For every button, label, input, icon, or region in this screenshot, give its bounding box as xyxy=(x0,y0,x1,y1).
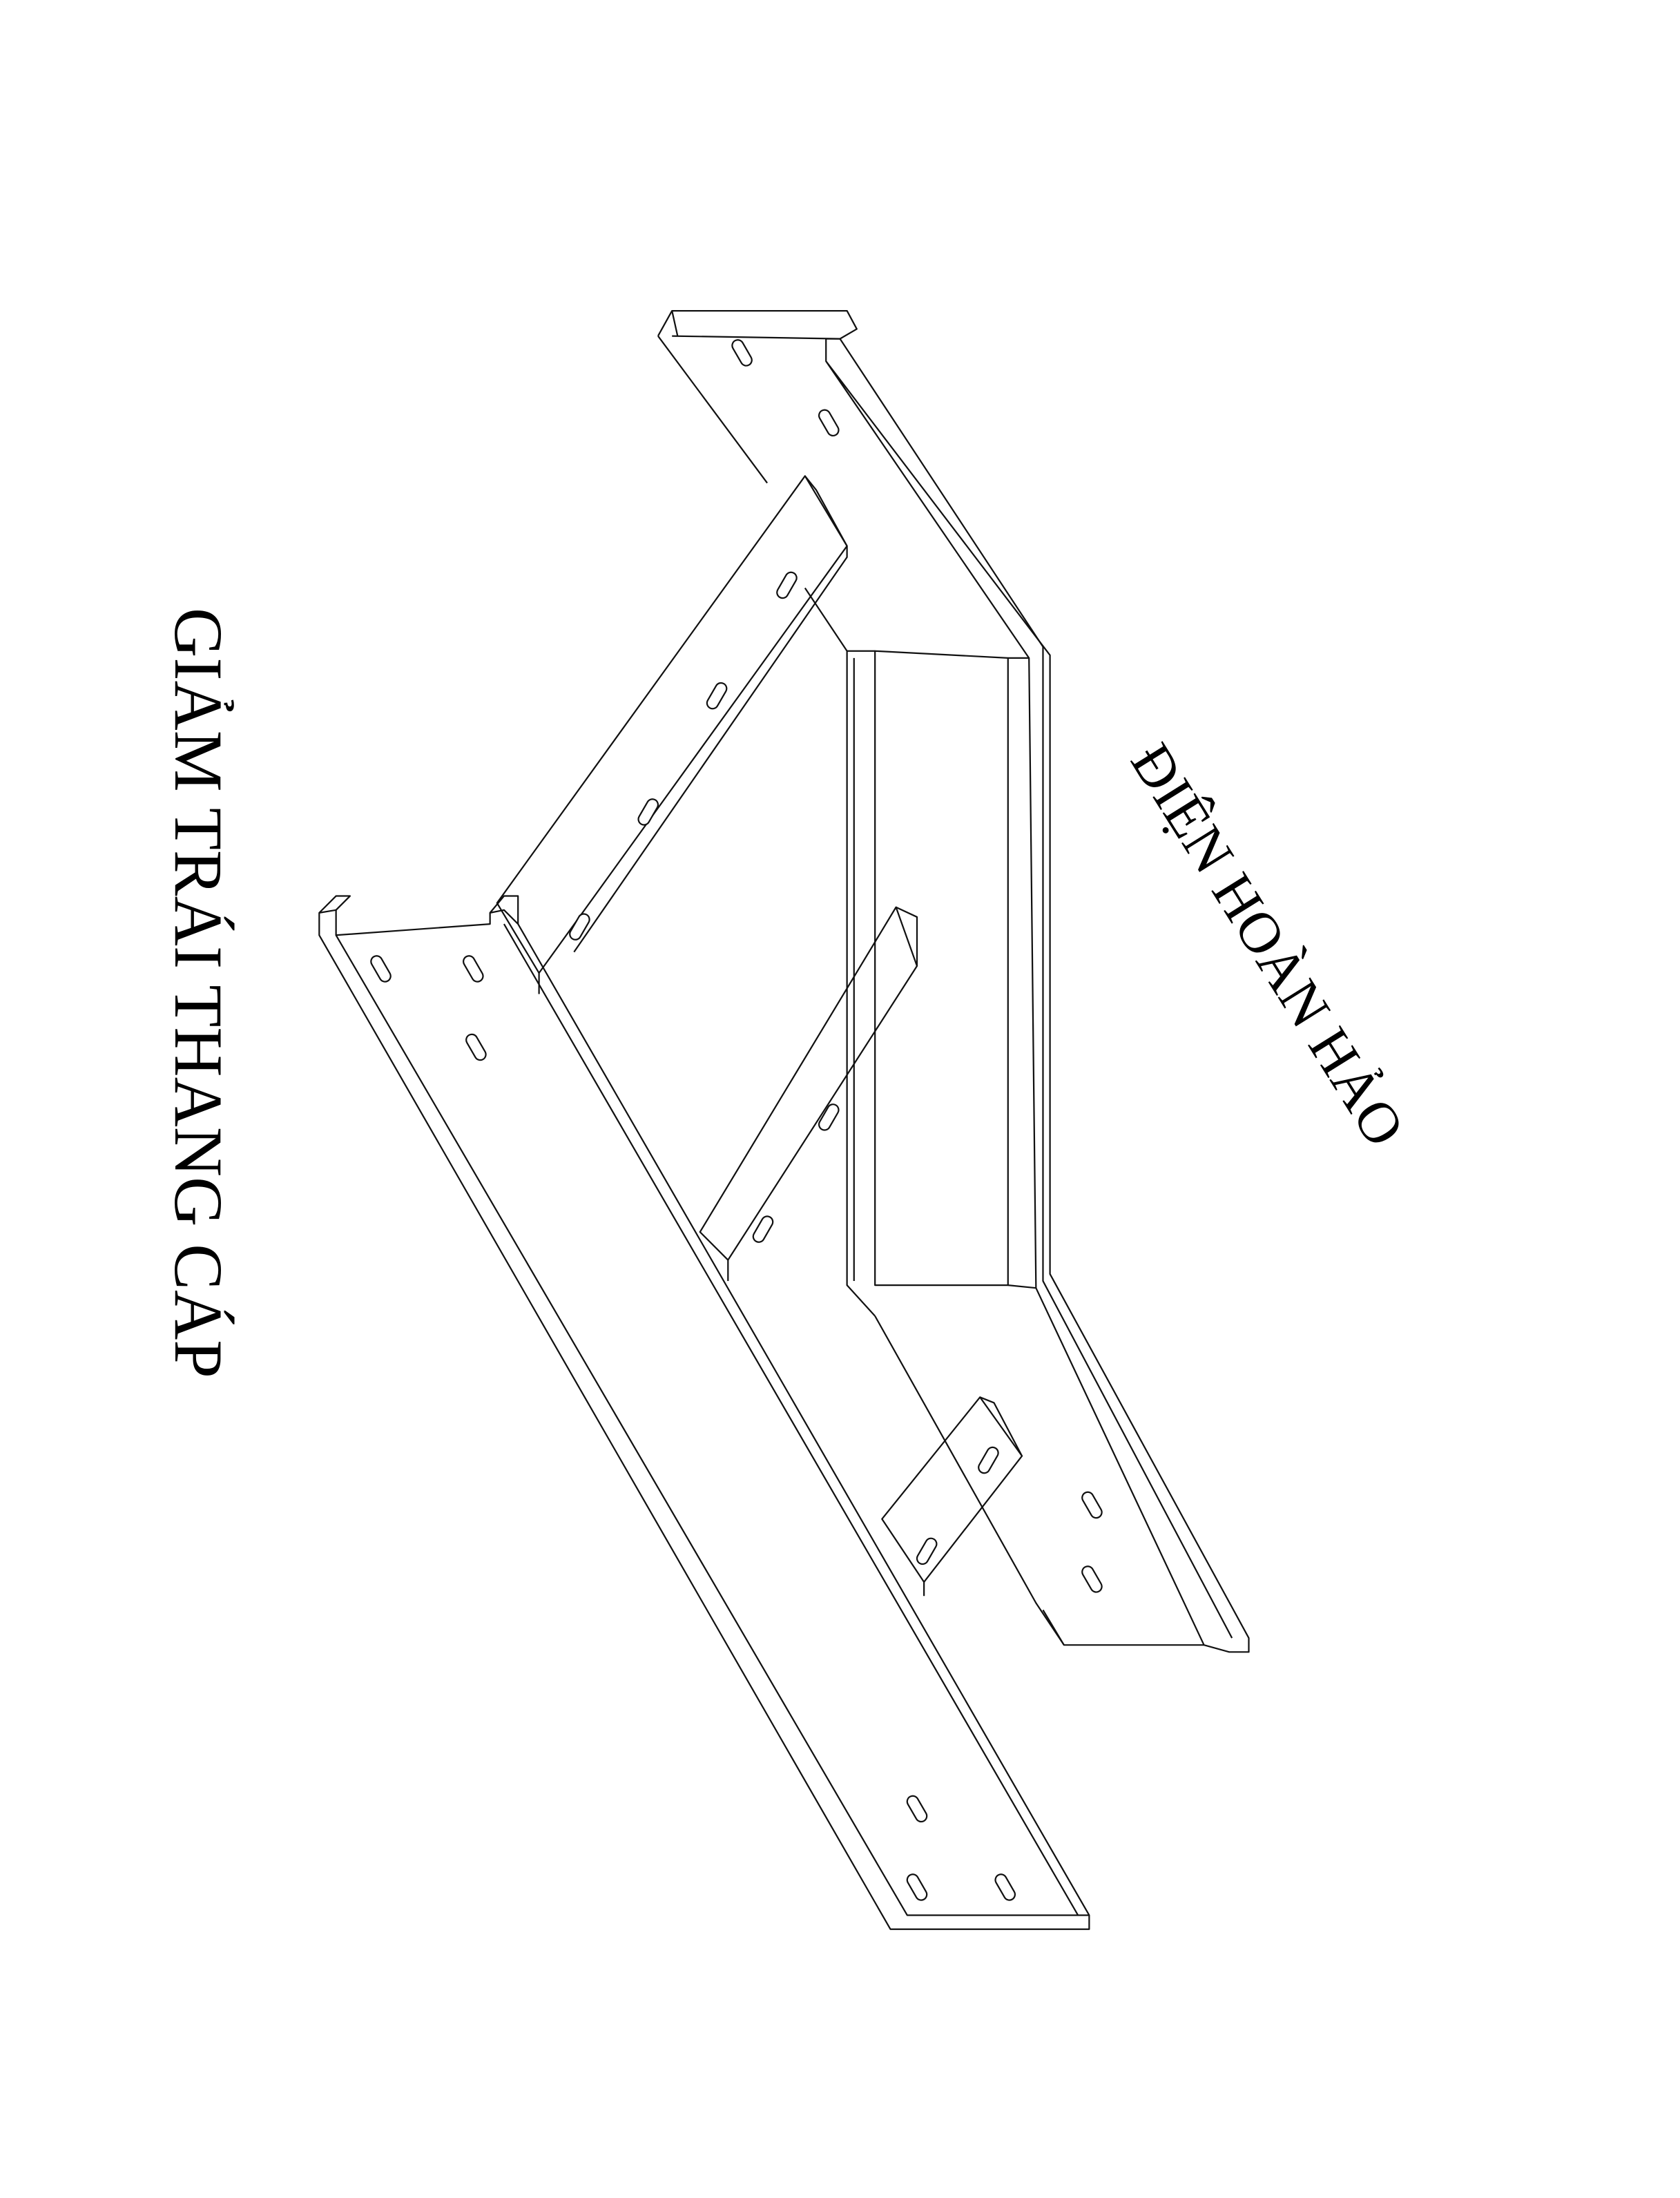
reducer-plate xyxy=(804,587,1204,1646)
cross-bar-2 xyxy=(699,906,918,1282)
upper-side-rail xyxy=(657,309,1250,1653)
long-side-rail xyxy=(318,895,1090,1930)
mounting-slots xyxy=(370,339,1103,1901)
cross-bar-3 xyxy=(881,1396,1023,1597)
cross-bar-1 xyxy=(496,475,848,994)
drawing-title: GIẢM TRÁI THANG CÁP xyxy=(160,608,237,1378)
